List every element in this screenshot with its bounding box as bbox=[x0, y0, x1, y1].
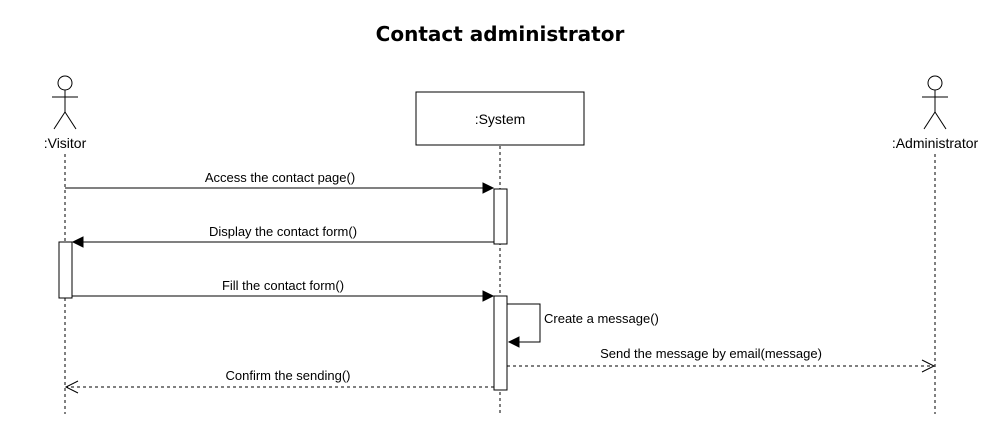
actor-administrator: :Administrator bbox=[892, 75, 979, 151]
filled-arrowhead-icon bbox=[71, 236, 84, 248]
system-label: :System bbox=[475, 111, 526, 127]
message-label: Access the contact page() bbox=[205, 170, 355, 185]
message-label: Fill the contact form() bbox=[222, 278, 344, 293]
message-label: Create a message() bbox=[544, 311, 659, 326]
message-label: Display the contact form() bbox=[209, 224, 357, 239]
filled-arrowhead-icon bbox=[482, 182, 495, 194]
message-confirm-sending: Confirm the sending() bbox=[64, 368, 494, 394]
participant-system: :System bbox=[415, 91, 585, 146]
system-box bbox=[415, 91, 585, 146]
open-arrowhead-icon bbox=[921, 359, 936, 373]
visitor-label: :Visitor bbox=[44, 135, 87, 151]
system-activation-1 bbox=[493, 188, 508, 245]
system-activation-2 bbox=[493, 295, 508, 391]
message-label: Confirm the sending() bbox=[226, 368, 351, 383]
message-label: Send the message by email(message) bbox=[600, 346, 822, 361]
administrator-stick-figure-icon bbox=[922, 75, 948, 130]
open-arrowhead-icon bbox=[64, 380, 79, 394]
message-send-email: Send the message by email(message) bbox=[507, 346, 936, 373]
visitor-activation bbox=[58, 241, 73, 299]
message-access-contact-page: Access the contact page() bbox=[65, 170, 495, 194]
filled-arrowhead-icon bbox=[482, 290, 495, 302]
message-create-message: Create a message() bbox=[507, 303, 659, 348]
administrator-label: :Administrator bbox=[892, 135, 979, 151]
message-display-contact-form: Display the contact form() bbox=[71, 224, 494, 248]
visitor-stick-figure-icon bbox=[52, 75, 78, 130]
filled-arrowhead-icon bbox=[507, 336, 520, 348]
message-fill-contact-form: Fill the contact form() bbox=[72, 278, 495, 302]
actor-visitor: :Visitor bbox=[44, 75, 87, 151]
diagram-title: Contact administrator bbox=[376, 22, 625, 46]
